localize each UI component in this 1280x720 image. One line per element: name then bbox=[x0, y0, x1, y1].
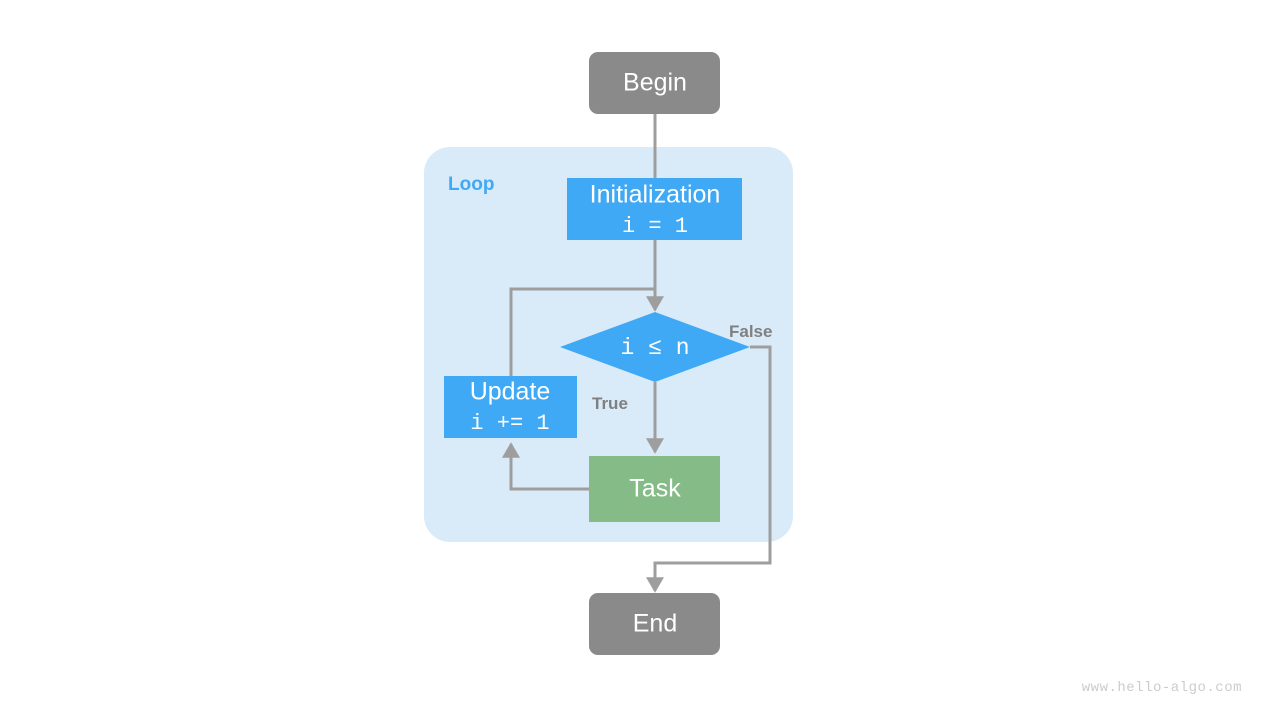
node-end-label: End bbox=[633, 610, 677, 638]
node-condition[interactable]: i ≤ n bbox=[560, 312, 750, 382]
node-condition-label: i ≤ n bbox=[620, 335, 689, 361]
node-update-sublabel: i += 1 bbox=[470, 411, 549, 436]
edge-update-to-condition bbox=[509, 287, 655, 376]
edge-condition-false-to-end bbox=[646, 345, 772, 593]
node-end[interactable]: End bbox=[589, 593, 720, 655]
node-initialization[interactable]: Initialization i = 1 bbox=[567, 178, 742, 240]
loop-group-label: Loop bbox=[448, 174, 494, 195]
node-begin[interactable]: Begin bbox=[589, 52, 720, 114]
node-update[interactable]: Update i += 1 bbox=[444, 376, 577, 438]
edge-label-false: False bbox=[729, 322, 772, 341]
node-update-label: Update bbox=[470, 378, 551, 406]
node-begin-label: Begin bbox=[623, 69, 687, 97]
edge-task-to-update bbox=[502, 442, 589, 491]
node-initialization-sublabel: i = 1 bbox=[622, 214, 688, 239]
node-task-label: Task bbox=[629, 475, 681, 503]
node-initialization-label: Initialization bbox=[590, 181, 721, 209]
watermark: www.hello-algo.com bbox=[1082, 680, 1242, 696]
node-task[interactable]: Task bbox=[589, 456, 720, 522]
edge-label-true: True bbox=[592, 394, 628, 413]
